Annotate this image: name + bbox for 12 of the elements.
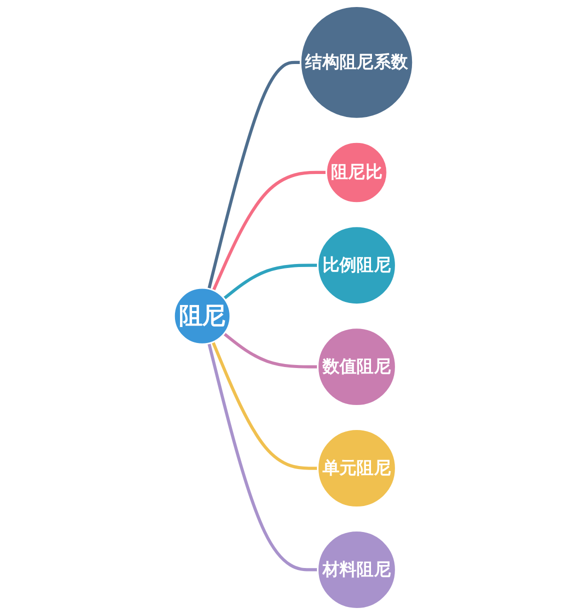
connector bbox=[212, 170, 326, 291]
node-circle: 比例阻尼 bbox=[316, 226, 397, 306]
node-circle: 单元阻尼 bbox=[316, 428, 397, 508]
connector bbox=[212, 341, 318, 470]
connector bbox=[223, 332, 318, 368]
node-circle: 数值阻尼 bbox=[316, 327, 397, 407]
node-circle: 阻尼比 bbox=[326, 141, 388, 204]
node-circle: 阻尼 bbox=[173, 287, 232, 345]
connector bbox=[207, 342, 318, 572]
node-circle: 结构阻尼系数 bbox=[300, 5, 414, 120]
connector bbox=[223, 264, 318, 300]
connector bbox=[207, 60, 301, 290]
